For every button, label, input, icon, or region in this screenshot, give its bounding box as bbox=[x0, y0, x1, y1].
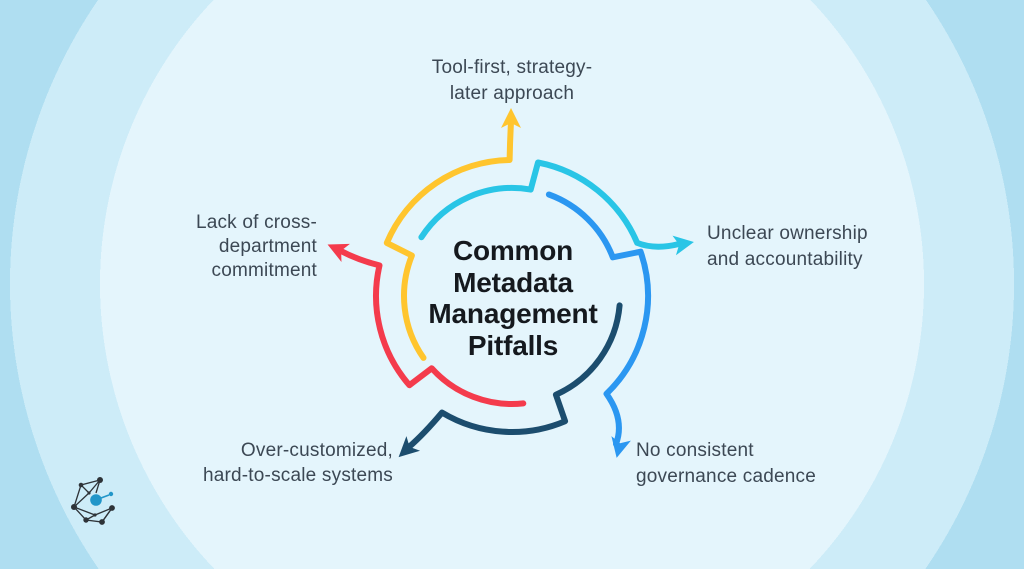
network-graph-logo-icon bbox=[71, 477, 115, 525]
title-line: Management bbox=[428, 298, 598, 329]
title-line: Metadata bbox=[453, 266, 573, 298]
pitfall-label-unclear-ownership: Unclear ownership and accountability bbox=[707, 221, 868, 273]
label-line: later approach bbox=[449, 83, 575, 104]
segment-arc-blue bbox=[545, 191, 651, 447]
pitfall-label-tool-first: Tool-first, strategy- later approach bbox=[432, 55, 592, 107]
label-line: and accountability bbox=[707, 249, 863, 270]
segment-arc-cyan bbox=[418, 159, 682, 250]
label-line: No consistent bbox=[636, 440, 754, 461]
pitfall-label-lack-commitment: Lack of cross- department commitment bbox=[196, 211, 317, 283]
label-line: commitment bbox=[211, 260, 317, 281]
pitfall-label-over-customized: Over-customized, hard-to-scale systems bbox=[203, 438, 393, 488]
label-line: hard-to-scale systems bbox=[202, 465, 393, 486]
logo-nodes bbox=[71, 477, 115, 525]
arrowhead-yellow bbox=[501, 108, 521, 128]
arrowhead-navy bbox=[398, 436, 421, 458]
page-title: Common Metadata Management Pitfalls bbox=[428, 235, 597, 361]
arrowhead-blue bbox=[611, 436, 631, 458]
segment-arc-red bbox=[338, 248, 527, 407]
label-line: department bbox=[218, 236, 317, 257]
arrowhead-red bbox=[327, 243, 350, 262]
label-line: Tool-first, strategy- bbox=[431, 57, 593, 78]
arrowhead-cyan bbox=[672, 235, 694, 256]
title-line: Common bbox=[452, 235, 574, 266]
label-line: governance cadence bbox=[636, 466, 817, 487]
segment-arc-navy bbox=[406, 302, 623, 450]
label-line: Over-customized, bbox=[240, 440, 393, 461]
title-line: Pitfalls bbox=[467, 329, 559, 361]
label-line: Unclear ownership bbox=[707, 223, 868, 244]
segment-arc-yellow bbox=[383, 119, 514, 361]
label-line: Lack of cross- bbox=[195, 212, 317, 233]
pitfall-label-no-cadence: No consistent governance cadence bbox=[636, 438, 816, 490]
